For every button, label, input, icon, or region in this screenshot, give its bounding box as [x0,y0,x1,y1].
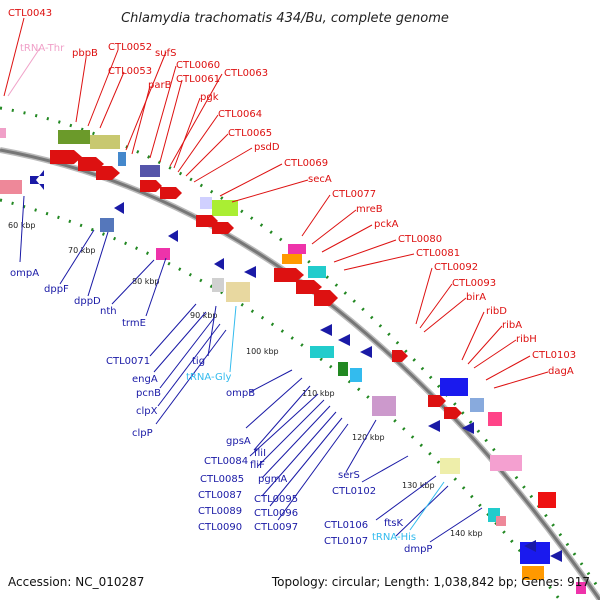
gene-label: CTL0064 [218,109,262,120]
gene-label: CTL0095 [254,494,298,505]
gene-label: ompA [10,268,39,279]
gene-label: CTL0087 [198,490,242,501]
gene-label: CTL0060 [176,60,220,71]
gene-label: CTL0089 [198,506,242,517]
map-title: Chlamydia trachomatis 434/Bu, complete g… [121,11,449,26]
gene-label: CTL0065 [228,128,272,139]
gene-label: CTL0053 [108,66,152,77]
gene-label: CTL0090 [198,522,242,533]
gene-label: CTL0080 [398,234,442,245]
gene-label: parB [148,80,172,91]
kbp-label: 110 kbp [302,389,335,398]
trna-gly-leader [229,305,237,373]
gene-label: CTL0069 [284,158,328,169]
gene-label: CTL0097 [254,522,298,533]
forward-labels: CTL0043 tRNA-Thr pbpB CTL0052 CTL0053 su… [8,8,576,377]
gene-label: nth [100,306,117,317]
kbp-label: 120 kbp [352,433,385,442]
gene-label: CTL0103 [532,350,576,361]
gene-label: CTL0093 [452,278,496,289]
gene-label: ftsK [384,518,403,529]
gene-label: CTL0102 [332,486,376,497]
gene-label: CTL0052 [108,42,152,53]
forward-feature-blocks [0,128,556,508]
gene-label: CTL0063 [224,68,268,79]
gene-label: CTL0071 [106,356,150,367]
kbp-label: 70 kbp [68,246,96,255]
gene-label: fliF [250,460,265,471]
gene-label: pcnB [136,388,161,399]
gene-label: dppD [74,296,101,307]
gene-label: CTL0096 [254,508,298,519]
gene-label: birA [466,292,486,303]
forward-gene-arrows [50,150,462,419]
reverse-leader-lines [19,195,483,543]
accession-label: Accession: NC_010287 [8,575,144,589]
gene-label: pckA [374,219,399,230]
gene-label: dmpP [404,544,432,555]
kbp-label: 80 kbp [132,277,160,286]
gene-label: pgk [200,92,219,103]
gene-label: psdD [254,142,280,153]
reverse-labels: ompA dppF dppD nth trmE CTL0071 engA tig… [10,268,432,555]
inner-dotted-track [0,198,562,600]
gene-label: serS [338,470,360,481]
genome-summary: Topology: circular; Length: 1,038,842 bp… [271,575,590,589]
gene-label: gpsA [226,436,251,447]
gene-label: pbpB [72,48,98,59]
forward-leader-lines [3,17,549,389]
gene-label: CTL0061 [176,74,220,85]
gene-label: CTL0077 [332,189,376,200]
gene-label: dagA [548,366,574,377]
trna-label: tRNA-Thr [20,43,65,54]
genome-backbone-shadow [0,147,600,600]
gene-label: mreB [356,204,383,215]
gene-label: engA [132,374,158,385]
kbp-label: 130 kbp [402,481,435,490]
gene-label: pgmA [258,474,287,485]
gene-label: sufS [155,48,176,59]
gene-label: CTL0084 [204,456,248,467]
gene-label: clpX [136,406,158,417]
gene-label: ribD [486,306,507,317]
outer-dotted-track [0,106,600,591]
gene-label: clpP [132,428,153,439]
gene-label: CTL0092 [434,262,478,273]
kbp-label: 90 kbp [190,311,218,320]
gene-label: ribA [502,320,522,331]
trna-label: tRNA-His [372,532,416,543]
gene-label: CTL0107 [324,536,368,547]
gene-label: ribH [516,334,537,345]
gene-label: fliI [254,448,266,459]
trna-thr-leader [7,47,41,97]
gene-label: CTL0043 [8,8,52,19]
gene-label: CTL0081 [416,248,460,259]
gene-label: CTL0085 [200,474,244,485]
kbp-label: 140 kbp [450,529,483,538]
genome-backbone [0,148,600,600]
kbp-label: 100 kbp [246,347,279,356]
gene-label: ompB [226,388,255,399]
reverse-gene-arrows [30,170,562,562]
gene-label: trmE [122,318,146,329]
trna-his-leader [409,481,445,531]
gene-label: CTL0106 [324,520,368,531]
reverse-feature-blocks [0,180,586,594]
gene-label: tig [192,356,205,367]
gene-label: secA [308,174,332,185]
gene-label: dppF [44,284,69,295]
trna-label: tRNA-Gly [186,372,231,383]
